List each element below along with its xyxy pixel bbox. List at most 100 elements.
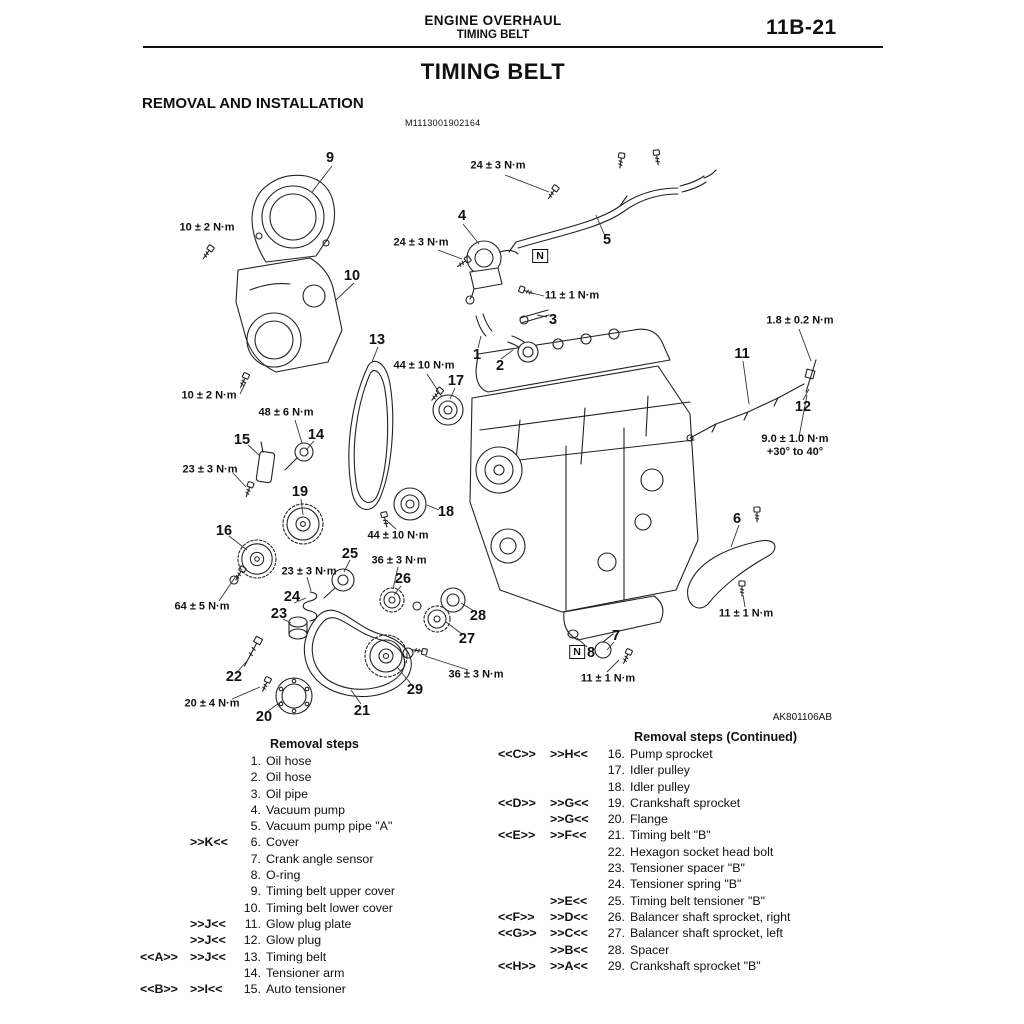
step-label: Crank angle sensor xyxy=(266,851,374,866)
step-marker-remove: >>A<< xyxy=(550,958,588,973)
step-marker-remove: >>J<< xyxy=(190,933,226,948)
vacuum-pump-art xyxy=(465,240,519,305)
step-row: 10.Timing belt lower cover xyxy=(140,900,480,916)
page-number: 11B-21 xyxy=(766,16,837,39)
step-label: Glow plug xyxy=(266,933,322,948)
step-number: 26. xyxy=(607,909,625,924)
step-marker-reinstall: <<C>> xyxy=(498,747,536,761)
timing-belt-upper-cover-art xyxy=(251,174,336,263)
step-row: >>E<<25.Timing belt tensioner "B" xyxy=(498,893,888,909)
step-number: 4. xyxy=(250,802,261,817)
oil-hoses-art xyxy=(475,309,550,355)
step-marker-reinstall xyxy=(498,762,550,778)
step-marker-remove: >>E<< xyxy=(550,893,588,908)
step-number: 6. xyxy=(250,835,261,850)
step-label: Timing belt xyxy=(266,949,327,964)
step-label: Oil pipe xyxy=(266,786,309,801)
step-number: 9. xyxy=(250,884,261,899)
step-number: 7. xyxy=(250,851,261,866)
step-row: 14.Tensioner arm xyxy=(140,965,480,981)
header: ENGINE OVERHAUL TIMING BELT xyxy=(143,13,843,41)
step-marker-remove xyxy=(190,786,236,802)
step-marker-remove xyxy=(190,753,236,769)
header-chapter: ENGINE OVERHAUL xyxy=(424,13,562,28)
removal-steps-continued-heading: Removal steps (Continued) xyxy=(634,730,798,744)
step-marker-remove xyxy=(190,965,236,981)
step-number: 22. xyxy=(607,844,625,859)
step-marker-remove xyxy=(190,900,236,916)
step-row: 7. Crank angle sensor xyxy=(140,851,480,867)
step-label: Crankshaft sprocket xyxy=(630,795,741,810)
step-marker-reinstall xyxy=(498,844,550,860)
step-label: Glow plug plate xyxy=(266,916,352,931)
figure-code: AK801106AB xyxy=(772,712,832,723)
step-number: 13. xyxy=(243,949,261,964)
flange-art xyxy=(243,635,313,715)
step-label: Vacuum pump xyxy=(266,802,345,817)
step-label: Tensioner spring "B" xyxy=(630,877,742,892)
step-row: <<H>>>>A<<29.Crankshaft sprocket "B" xyxy=(498,958,888,974)
step-marker-remove xyxy=(190,818,236,834)
step-number: 15. xyxy=(243,982,261,997)
step-number: 1. xyxy=(250,754,261,768)
timing-belt-lower-cover-art xyxy=(235,257,343,373)
step-number: 12. xyxy=(243,933,261,948)
step-label: Timing belt "B" xyxy=(630,828,711,843)
step-number: 3. xyxy=(250,786,261,801)
step-marker-reinstall xyxy=(498,811,550,827)
step-marker-reinstall: <<G>> xyxy=(498,926,537,941)
step-marker-reinstall xyxy=(498,860,550,876)
step-number: 17. xyxy=(607,763,625,778)
step-marker-reinstall: <<B>> xyxy=(140,982,178,997)
step-row: 5. Vacuum pump pipe "A" xyxy=(140,818,480,834)
step-label: Balancer shaft sprocket, left xyxy=(630,926,783,941)
cover-plate-art xyxy=(687,539,776,609)
step-number: 16. xyxy=(607,747,625,761)
step-label: Timing belt lower cover xyxy=(266,900,393,915)
step-row: 1.Oil hose xyxy=(140,753,480,769)
step-row: <<B>> >>I<< 15. Auto tensioner xyxy=(140,981,480,997)
step-row: 22.Hexagon socket head bolt xyxy=(498,844,888,860)
step-marker-reinstall xyxy=(140,851,190,867)
step-marker-remove xyxy=(190,802,236,818)
step-marker-reinstall: <<H>> xyxy=(498,958,536,973)
glow-plug-rail-art xyxy=(686,359,817,442)
step-number: 11. xyxy=(244,916,261,931)
step-label: Timing belt upper cover xyxy=(266,884,396,899)
sprockets-art xyxy=(229,503,466,678)
step-marker-reinstall xyxy=(140,883,190,899)
step-row: >>J<< 12. Glow plug xyxy=(140,932,480,948)
vacuum-pump-pipe-art xyxy=(508,169,717,253)
step-label: Idler pulley xyxy=(630,763,690,778)
step-number: 14. xyxy=(243,965,261,980)
step-label: Auto tensioner xyxy=(266,982,346,997)
step-number: 24. xyxy=(607,877,625,892)
section-heading: REMOVAL AND INSTALLATION xyxy=(142,95,364,112)
step-number: 29. xyxy=(607,958,625,973)
step-marker-remove xyxy=(550,876,600,892)
step-marker-remove: >>H<< xyxy=(550,747,588,761)
document-number: M1113001902164 xyxy=(405,118,481,128)
step-label: Flange xyxy=(630,812,668,827)
step-marker-reinstall xyxy=(140,769,190,785)
step-number: 23. xyxy=(607,861,625,876)
step-marker-reinstall xyxy=(498,893,550,909)
step-label: Spacer xyxy=(630,942,670,957)
leader-lines xyxy=(218,165,812,712)
step-label: Vacuum pump pipe "A" xyxy=(266,819,393,834)
step-marker-reinstall: <<D>> xyxy=(498,795,536,810)
step-marker-reinstall xyxy=(498,942,550,958)
step-marker-remove: >>B<< xyxy=(550,942,588,957)
step-row: 17. Idler pulley xyxy=(498,762,888,778)
removal-steps-heading: Removal steps xyxy=(270,737,359,751)
step-marker-remove: >>K<< xyxy=(190,835,228,850)
step-number: 5. xyxy=(250,819,261,834)
step-label: Timing belt tensioner "B" xyxy=(630,893,766,908)
step-marker-remove: >>I<< xyxy=(190,982,223,997)
step-row: <<D>>>>G<<19.Crankshaft sprocket xyxy=(498,795,888,811)
header-rule xyxy=(143,46,883,48)
step-marker-remove: >>F<< xyxy=(550,828,587,843)
step-row: >>K<<6.Cover xyxy=(140,834,480,850)
step-marker-remove xyxy=(190,851,236,867)
